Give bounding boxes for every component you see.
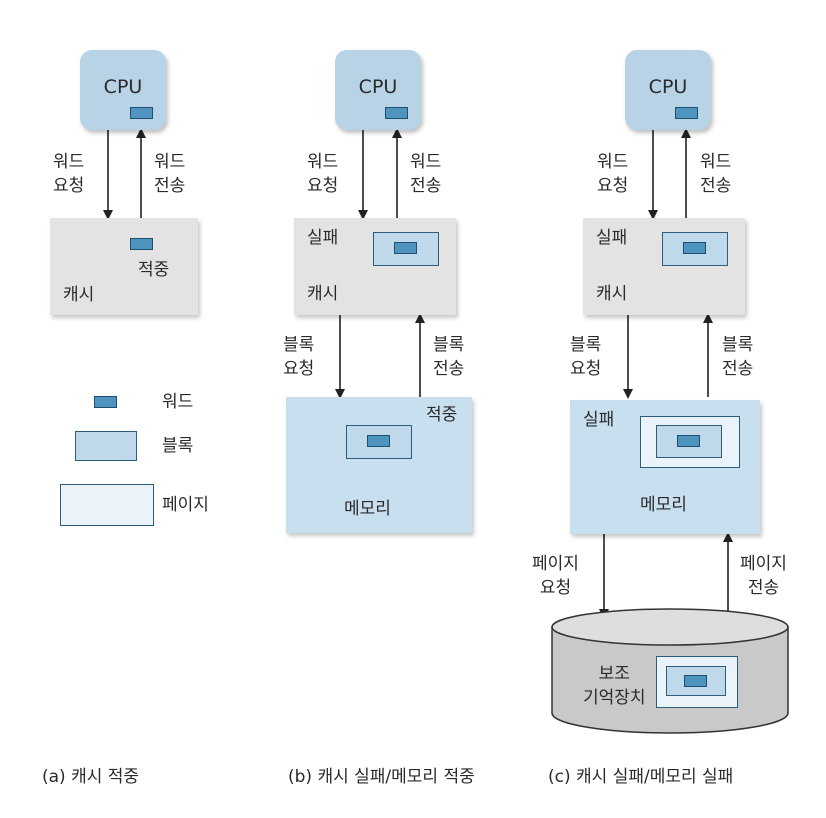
cpu-box-b: CPU	[335, 50, 421, 130]
miss-label: 실패	[596, 228, 628, 248]
legend-page-label: 페이지	[162, 495, 209, 515]
miss-label: 실패	[307, 228, 339, 248]
page-icon	[640, 416, 740, 468]
block-icon	[666, 666, 726, 696]
cpu-label: CPU	[103, 76, 143, 98]
caption-a: (a) 캐시 적중	[42, 767, 140, 787]
page-transfer-label: 페이지 전송	[740, 554, 787, 598]
cpu-label: CPU	[648, 76, 688, 98]
cpu-box-a: CPU	[80, 50, 166, 130]
caption-b: (b) 캐시 실패/메모리 적중	[288, 767, 475, 787]
word-icon	[675, 107, 698, 119]
word-icon	[130, 238, 153, 250]
word-icon	[385, 107, 408, 119]
word-icon	[683, 242, 706, 254]
legend-block-icon	[75, 431, 137, 461]
block-transfer-label: 블록 전송	[433, 335, 465, 379]
block-icon	[346, 425, 412, 459]
word-transfer-label: 워드 전송	[410, 152, 442, 196]
word-icon	[684, 675, 707, 687]
memory-box-c: 실패 메모리	[570, 400, 760, 534]
page-request-label: 페이지 요청	[532, 554, 579, 598]
word-icon	[677, 435, 700, 447]
storage-label: 보조 기억장치	[583, 664, 646, 708]
cache-box-b: 실패 캐시	[294, 218, 456, 315]
block-transfer-label: 블록 전송	[722, 335, 754, 379]
cache-box-a: 적중 캐시	[50, 218, 198, 315]
block-request-label: 블록 요청	[283, 335, 315, 379]
word-icon	[394, 242, 417, 254]
caption-c: (c) 캐시 실패/메모리 실패	[548, 767, 734, 787]
block-icon	[662, 232, 728, 266]
block-icon	[373, 232, 439, 266]
hit-label: 적중	[426, 405, 458, 425]
legend-word-icon	[94, 396, 117, 408]
word-transfer-label: 워드 전송	[154, 152, 186, 196]
word-transfer-label: 워드 전송	[700, 152, 732, 196]
word-request-label: 워드 요청	[307, 152, 339, 196]
legend-block-label: 블록	[162, 436, 194, 456]
page-icon	[656, 656, 738, 708]
memory-box-b: 적중 메모리	[286, 397, 472, 533]
word-request-label: 워드 요청	[597, 152, 629, 196]
block-request-label: 블록 요청	[570, 335, 602, 379]
hit-label: 적중	[138, 260, 170, 280]
cpu-label: CPU	[358, 76, 398, 98]
storage-cylinder-top	[551, 608, 789, 646]
miss-label: 실패	[583, 410, 615, 430]
memory-label: 메모리	[640, 495, 687, 515]
memory-label: 메모리	[344, 499, 391, 519]
cache-label: 캐시	[596, 284, 628, 304]
legend-word-label: 워드	[162, 392, 194, 412]
cache-box-c: 실패 캐시	[583, 218, 745, 315]
legend-page-icon	[60, 484, 154, 526]
block-icon	[656, 425, 722, 458]
word-icon	[130, 107, 153, 119]
word-icon	[367, 435, 390, 447]
cache-label: 캐시	[63, 285, 95, 305]
word-request-label: 워드 요청	[53, 152, 85, 196]
cache-label: 캐시	[307, 284, 339, 304]
cpu-box-c: CPU	[625, 50, 711, 130]
